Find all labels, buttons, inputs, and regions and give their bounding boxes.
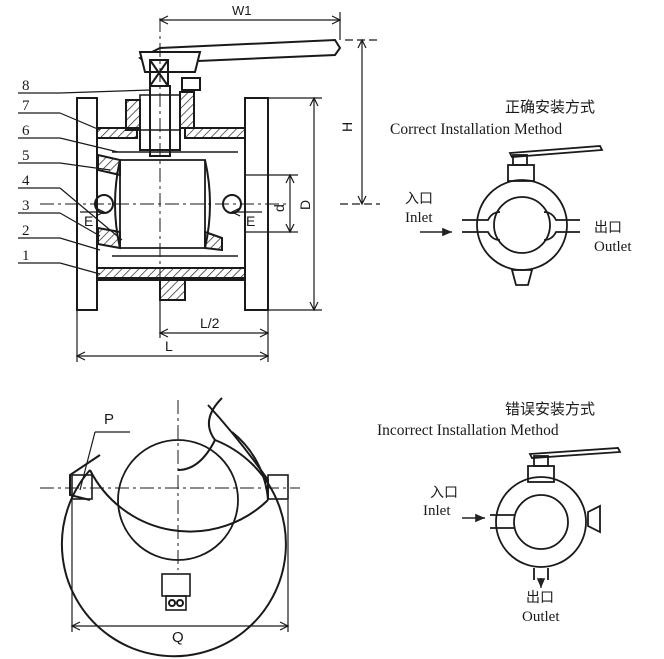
dim-e-left: E bbox=[84, 213, 93, 229]
correct-inlet-cn: 入口 bbox=[405, 191, 433, 207]
part-number-7: 7 bbox=[22, 98, 30, 114]
dim-d-small: d bbox=[271, 204, 287, 212]
dim-half-l: L/2 bbox=[200, 315, 220, 331]
incorrect-outlet-en: Outlet bbox=[522, 609, 560, 625]
part-number-6: 6 bbox=[22, 123, 30, 139]
incorrect-valve-icon bbox=[490, 447, 622, 580]
dim-w1: W1 bbox=[232, 3, 252, 18]
end-view-body bbox=[60, 439, 287, 658]
correct-title-cn: 正确安装方式 bbox=[505, 98, 595, 116]
dimension-labels: W1 H D d E E L/2 L bbox=[84, 3, 355, 354]
correct-inlet-en: Inlet bbox=[405, 210, 433, 226]
correct-title-en: Correct Installation Method bbox=[390, 121, 562, 138]
dim-e-right: E bbox=[246, 213, 255, 229]
part-number-8: 8 bbox=[22, 78, 30, 94]
incorrect-title-en: Incorrect Installation Method bbox=[377, 422, 559, 439]
part-number-1: 1 bbox=[22, 248, 30, 264]
incorrect-inlet-en: Inlet bbox=[423, 503, 451, 519]
incorrect-inlet-cn: 入口 bbox=[430, 485, 458, 501]
dim-l: L bbox=[165, 338, 173, 354]
part-number-5: 5 bbox=[22, 148, 30, 164]
dim-p: P bbox=[104, 411, 114, 428]
dim-d-big: D bbox=[297, 200, 313, 210]
incorrect-install-panel: 错误安装方式 Incorrect Installation Method 入口 … bbox=[377, 400, 622, 625]
part-number-2: 2 bbox=[22, 223, 30, 239]
part-number-4: 4 bbox=[22, 173, 30, 189]
incorrect-title-cn: 错误安装方式 bbox=[505, 400, 595, 418]
incorrect-outlet-cn: 出口 bbox=[526, 590, 554, 606]
correct-valve-icon bbox=[462, 145, 604, 286]
part-number-3: 3 bbox=[22, 198, 30, 214]
correct-install-panel: 正确安装方式 Correct Installation Method 入口 In… bbox=[390, 98, 632, 286]
dimension-lines bbox=[75, 12, 380, 362]
valve-end-view bbox=[40, 397, 300, 658]
dim-h: H bbox=[339, 122, 355, 132]
valve-section-view bbox=[40, 18, 342, 325]
part-numbers: 8 7 6 5 4 3 2 1 bbox=[22, 78, 30, 264]
dim-q: Q bbox=[172, 629, 184, 646]
correct-outlet-en: Outlet bbox=[594, 239, 632, 255]
correct-outlet-cn: 出口 bbox=[594, 220, 622, 236]
part-leaders bbox=[18, 89, 151, 275]
